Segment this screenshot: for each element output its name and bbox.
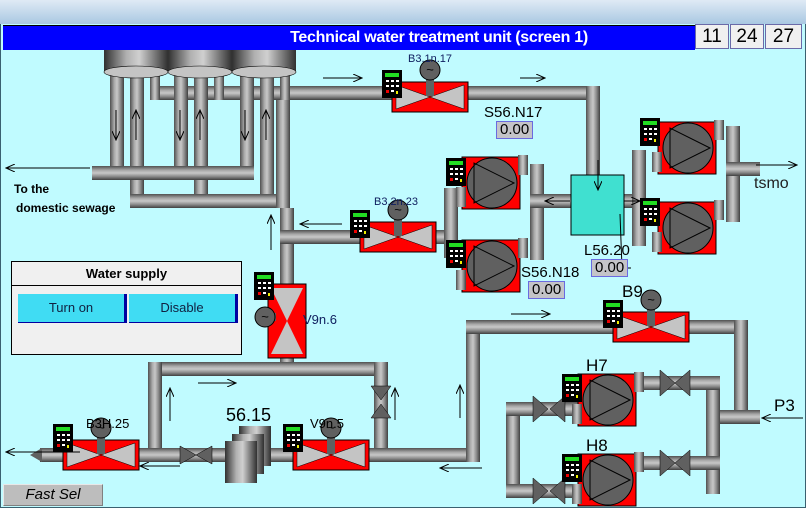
pump-h8-label: H8: [586, 436, 608, 455]
tsmo-label: tsmo: [754, 175, 789, 192]
pump-upper-2[interactable]: [446, 237, 529, 293]
window-top-strip: [0, 0, 806, 24]
valve-v9n-6-label: V9n.6: [303, 312, 337, 327]
pump-upper-1[interactable]: [446, 154, 529, 210]
pump-h7-label: H7: [586, 356, 608, 375]
sensor-s56-n17-label: S56.N17: [484, 104, 543, 121]
pump-h7[interactable]: [562, 371, 645, 427]
sensor-l56-20-value[interactable]: 0.00: [591, 259, 629, 277]
pump-h8[interactable]: [562, 451, 645, 507]
controller-icon: [382, 70, 402, 98]
valve-b3-2n-23-label: B3.2n.23: [374, 196, 419, 208]
hand-valves[interactable]: [179, 369, 691, 505]
sensor-s56-n18-label: S56.N18: [521, 264, 580, 281]
fast-sel-button[interactable]: Fast Sel: [3, 484, 103, 506]
p3-label: P3: [774, 396, 795, 415]
clock-seconds: 27: [765, 24, 802, 49]
water-supply-title: Water supply: [12, 262, 241, 286]
valve-b3-1n-17-label: B3.1n.17: [408, 53, 453, 65]
sewage-label-line1: To the: [14, 182, 50, 196]
sensor-l56-20-label: L56.20: [584, 242, 630, 259]
valve-v9n-5-label: V9n.5: [310, 416, 344, 431]
disable-button[interactable]: Disable: [129, 294, 238, 323]
clock-hours: 11: [695, 24, 729, 49]
sensor-s56-n18-value[interactable]: 0.00: [528, 281, 566, 299]
controller-icon: [254, 272, 274, 300]
sensor-s56-n17-value[interactable]: 0.00: [496, 121, 534, 139]
pump-right-2[interactable]: [640, 198, 725, 255]
valve-b3h-25-label: B3H.25: [86, 416, 130, 431]
controller-icon: [53, 424, 73, 452]
valve-b9[interactable]: [603, 289, 690, 343]
clock-minutes: 24: [730, 24, 764, 49]
valve-b9-label: B9: [622, 282, 643, 301]
pump-right-1[interactable]: [640, 118, 725, 175]
title-bar: Technical water treatment unit (screen 1…: [3, 25, 695, 50]
water-supply-panel: Water supply Turn on Disable: [11, 261, 242, 355]
controller-icon: [603, 300, 623, 328]
svg-text:~: ~: [261, 309, 269, 324]
valve-b3-1n-17[interactable]: [382, 59, 469, 113]
screen-title: Technical water treatment unit (screen 1…: [290, 29, 588, 46]
valve-v9n-6[interactable]: ~: [254, 272, 307, 359]
turn-on-button[interactable]: Turn on: [18, 294, 127, 323]
tank-group-56-15[interactable]: [225, 426, 271, 483]
controller-icon: [350, 210, 370, 238]
outlet-cap: [30, 448, 42, 462]
controller-icon: [283, 424, 303, 452]
sewage-label-line2: domestic sewage: [16, 201, 116, 215]
filter-tanks: [103, 50, 297, 79]
tank-group-label: 56.15: [226, 405, 272, 425]
